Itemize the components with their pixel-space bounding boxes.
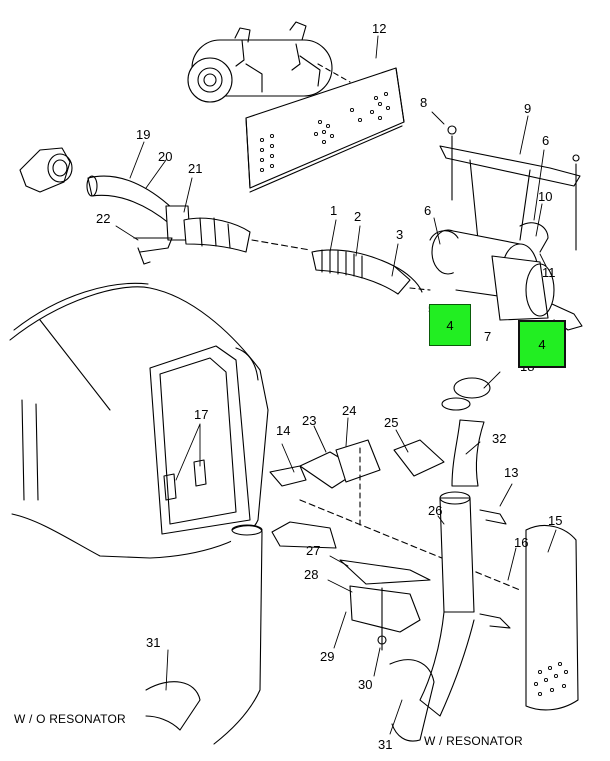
callout-9: 9 [524, 101, 532, 116]
callout-1: 1 [330, 203, 338, 218]
callout-21: 21 [188, 161, 203, 176]
leader-lines [115, 35, 557, 735]
callout-32: 32 [492, 431, 507, 446]
turbo-inlet [19, 147, 311, 265]
callout-15: 15 [548, 513, 563, 528]
callout-31-right: 31 [378, 737, 393, 752]
callout-6-left: 6 [424, 203, 432, 218]
caption-without-resonator: W / O RESONATOR [14, 712, 126, 726]
callout-28: 28 [304, 567, 319, 582]
callout-24: 24 [342, 403, 357, 418]
callout-22: 22 [96, 211, 111, 226]
caption-with-resonator: W / RESONATOR [424, 734, 523, 748]
callout-29: 29 [320, 649, 335, 664]
truck-cab [9, 282, 269, 559]
callout-13: 13 [504, 465, 519, 480]
part-4-label-left: 4 [446, 317, 454, 333]
callout-6-right: 6 [542, 133, 550, 148]
tail-pipes [145, 524, 435, 745]
callout-8: 8 [420, 95, 428, 110]
resonator-assembly [429, 125, 583, 331]
callout-2: 2 [354, 209, 362, 224]
callout-23: 23 [302, 413, 317, 428]
rain-shield [525, 525, 579, 711]
callout-14: 14 [276, 423, 291, 438]
part-4-hotspot-right[interactable]: 4 [518, 320, 566, 368]
callout-27: 27 [306, 543, 321, 558]
callout-3: 3 [396, 227, 404, 242]
part-4-label-right: 4 [538, 336, 546, 352]
callout-20: 20 [158, 149, 173, 164]
callout-31-left: 31 [146, 635, 161, 650]
callout-12: 12 [372, 21, 387, 36]
callout-30: 30 [358, 677, 373, 692]
callout-26: 26 [428, 503, 443, 518]
callout-25: 25 [384, 415, 399, 430]
callout-11: 11 [542, 265, 556, 280]
callout-17: 17 [194, 407, 209, 422]
callout-7: 7 [484, 329, 492, 344]
callout-16: 16 [514, 535, 529, 550]
callout-19: 19 [136, 127, 151, 142]
vertical-stack [419, 377, 511, 717]
callout-10: 10 [538, 189, 553, 204]
heat-shield-panel [245, 63, 405, 193]
flex-pipe [311, 249, 431, 295]
lower-brackets [269, 439, 521, 651]
muffler-assembly [187, 21, 333, 103]
part-4-hotspot-left[interactable]: 4 [429, 304, 471, 346]
